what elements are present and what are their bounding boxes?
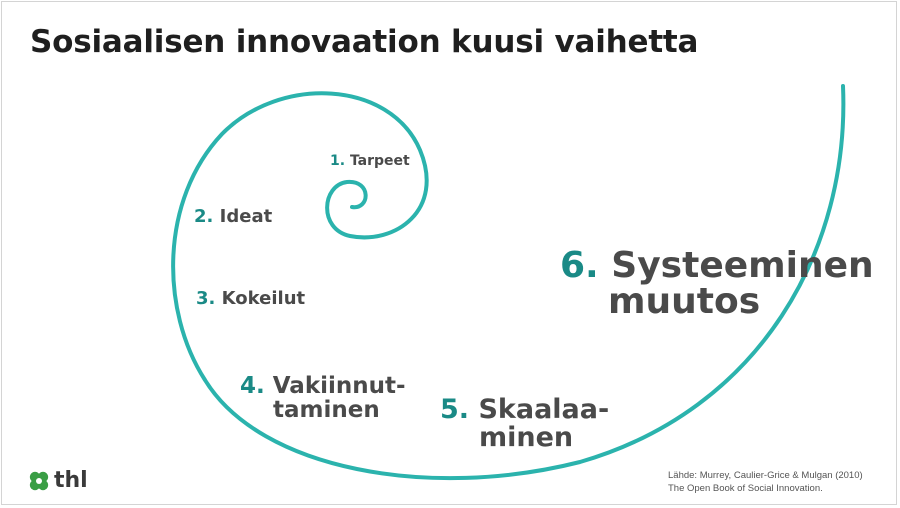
source-line-2: The Open Book of Social Innovation.: [668, 482, 823, 494]
source-line-1: Lähde: Murrey, Caulier-Grice & Mulgan (2…: [668, 470, 863, 481]
step-5-number: 5.: [440, 394, 470, 425]
step-6-text-line2: muutos: [608, 281, 761, 322]
step-5-label: 5. Skaalaa- minen: [440, 394, 610, 454]
clover-icon: [29, 471, 49, 491]
step-5-text-line1: Skaalaa-: [478, 394, 610, 425]
step-3-number: 3.: [196, 288, 216, 309]
step-2-text: Ideat: [219, 206, 273, 227]
step-4-label: 4. Vakiinnut- taminen: [240, 374, 406, 422]
step-1-number: 1.: [330, 153, 346, 169]
step-6-number: 6.: [560, 245, 599, 286]
logo-text: thl: [54, 468, 88, 493]
step-1-text: Tarpeet: [349, 153, 410, 169]
step-5-text-line2: minen: [479, 422, 574, 454]
step-4-text-line2: taminen: [273, 397, 380, 424]
step-2-number: 2.: [194, 206, 214, 227]
step-3-text: Kokeilut: [221, 288, 306, 309]
step-6-label: 6. Systeeminen muutos: [560, 248, 874, 320]
source-citation: Lähde: Murrey, Caulier-Grice & Mulgan (2…: [668, 470, 863, 496]
step-1-label: 1. Tarpeet: [330, 154, 410, 168]
step-4-number: 4.: [240, 373, 265, 399]
step-3-label: 3. Kokeilut: [196, 290, 305, 308]
step-6-text-line1: Systeeminen: [611, 245, 874, 286]
thl-logo: thl: [28, 470, 88, 492]
slide-title: Sosiaalisen innovaation kuusi vaihetta: [30, 24, 699, 60]
step-4-text-line1: Vakiinnut-: [272, 373, 406, 399]
step-2-label: 2. Ideat: [194, 208, 272, 226]
